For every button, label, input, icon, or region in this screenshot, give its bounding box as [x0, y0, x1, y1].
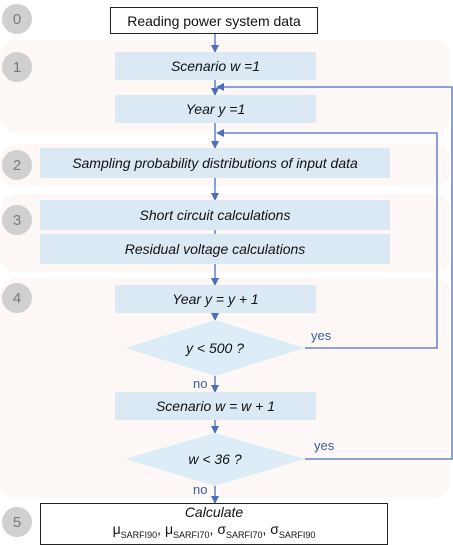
metric-3: σSARFI90: [270, 521, 316, 540]
metric-2: σSARFI70,: [217, 521, 271, 540]
no-label-year: no: [193, 376, 208, 391]
metric-symbol: μ: [112, 521, 121, 538]
metric-separator: ,: [262, 521, 271, 538]
metric-symbol: σ: [270, 521, 279, 538]
decision-year-shape: [125, 320, 305, 376]
metric-0: μSARFI90,: [112, 521, 165, 540]
no-label-scenario: no: [193, 482, 208, 497]
calculate-title: Calculate: [184, 504, 244, 521]
short-circuit-box: Short circuit calculations: [40, 200, 390, 230]
metric-1: μSARFI70,: [164, 521, 218, 540]
scenario-init-box: Scenario w =1: [115, 52, 316, 80]
calculate-box: Calculate μSARFI90, μSARFI70, σSARFI70, …: [40, 503, 388, 545]
loop-scenario-yes: [216, 83, 453, 460]
metric-subscript: SARFI70: [225, 529, 263, 540]
sampling-box: Sampling probability distributions of in…: [40, 148, 390, 178]
step-0-badge: 0: [2, 4, 32, 34]
metric-symbol: μ: [164, 521, 174, 538]
decision-scenario-text: w < 36 ?: [188, 451, 242, 467]
step-4-badge: 4: [2, 283, 32, 313]
scenario-increment-box: Scenario w = w + 1: [115, 392, 316, 420]
step-3-badge: 3: [2, 205, 32, 235]
step-5-badge: 5: [2, 507, 32, 537]
read-data-box: Reading power system data: [110, 7, 318, 34]
calculate-metrics: μSARFI90, μSARFI70, σSARFI70, σSARFI90: [113, 521, 316, 544]
year-init-box: Year y =1: [115, 95, 316, 123]
metric-separator: ,: [209, 521, 218, 538]
decision-scenario-shape: [125, 433, 305, 486]
metric-separator: ,: [157, 521, 165, 538]
metric-subscript: SARFI70: [173, 529, 210, 540]
residual-voltage-box: Residual voltage calculations: [40, 234, 390, 264]
step-1-badge: 1: [2, 52, 32, 82]
loop-year-yes: [216, 129, 438, 349]
decision-year-text: y < 500 ?: [186, 340, 244, 356]
metric-symbol: σ: [217, 521, 226, 538]
step-2-badge: 2: [2, 150, 32, 180]
year-increment-box: Year y = y + 1: [115, 285, 316, 313]
metric-subscript: SARFI90: [278, 529, 316, 540]
metric-subscript: SARFI90: [120, 529, 158, 540]
yes-label-year: yes: [311, 328, 332, 343]
yes-label-scenario: yes: [314, 438, 335, 453]
